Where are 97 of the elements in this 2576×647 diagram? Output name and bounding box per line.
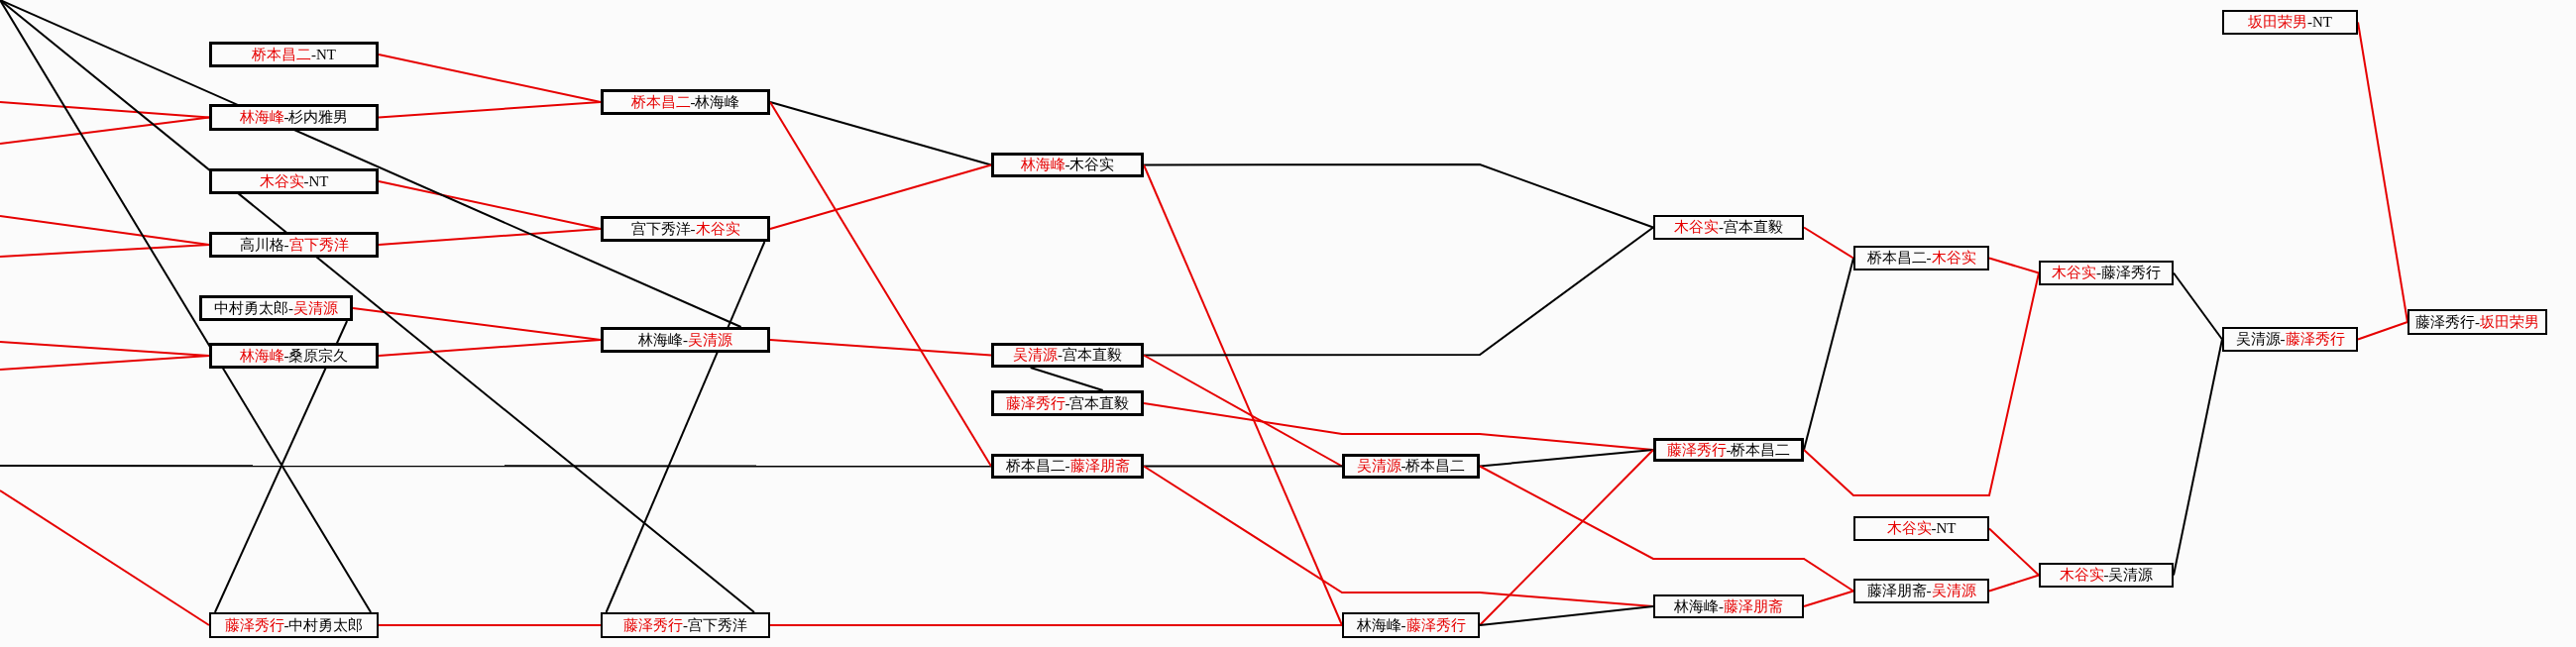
match-box [601, 216, 770, 242]
match-box [1853, 579, 1989, 603]
match-box [991, 343, 1144, 368]
match-box [1342, 612, 1480, 638]
match-box [209, 232, 379, 258]
connector-line [1988, 527, 2040, 577]
connector-line [1479, 605, 1654, 626]
match-box [991, 454, 1144, 479]
match-box [209, 612, 379, 638]
match-box [1342, 454, 1480, 479]
match-label: 藤泽秀行-宫本直毅 [1005, 395, 1130, 411]
match-label: 吴清源-藤泽秀行 [2235, 332, 2345, 347]
connector-line [769, 624, 1343, 626]
connector-line [1479, 449, 1654, 626]
connector-line [378, 228, 602, 246]
match-label: 林海峰-杉内雅男 [239, 110, 349, 125]
connector-line [1143, 226, 1654, 357]
connector-line [1143, 465, 1343, 468]
match-box [991, 153, 1144, 177]
match-box [2408, 309, 2547, 335]
match-label: 木谷实-吴清源 [2059, 568, 2154, 583]
match-box [1653, 215, 1804, 240]
connector-line [769, 163, 992, 230]
match-box [2039, 261, 2174, 285]
match-label: 宫下秀洋-木谷实 [630, 221, 740, 237]
match-label: 桥本昌二-藤泽朋斋 [1005, 459, 1130, 474]
match-box [991, 390, 1144, 416]
connector-line [378, 101, 602, 119]
connector-line [378, 339, 602, 357]
connector-line [378, 624, 602, 626]
match-box [199, 295, 353, 321]
match-box [209, 168, 379, 194]
match-label: 林海峰-藤泽秀行 [1356, 617, 1466, 633]
connector-line [769, 101, 992, 468]
match-label: 桥本昌二-林海峰 [630, 94, 740, 110]
connector-line [1803, 271, 2040, 496]
match-box [1653, 594, 1804, 618]
match-label: 林海峰-吴清源 [638, 332, 732, 348]
connector-line [0, 355, 210, 371]
connector-line [378, 54, 602, 103]
connector-line [1803, 590, 1854, 607]
match-box [1853, 246, 1989, 270]
match-label: 木谷实-NT [1886, 521, 1957, 536]
match-label: 藤泽秀行-桥本昌二 [1666, 442, 1791, 458]
match-label: 林海峰-木谷实 [1020, 158, 1115, 172]
connector-line [1479, 449, 1654, 468]
match-box [2222, 327, 2358, 352]
connector-line [0, 0, 755, 613]
match-label: 木谷实-NT [259, 173, 329, 189]
match-label: 林海峰-桑原宗久 [239, 348, 349, 364]
connector-line [1143, 163, 1343, 626]
match-label: 吴清源-桥本昌二 [1356, 459, 1466, 474]
connector-line [1143, 354, 1343, 468]
connector-line [1988, 257, 2040, 274]
match-label: 木谷实-藤泽秀行 [2052, 266, 2161, 280]
match-box [601, 89, 770, 115]
connector-line [605, 241, 766, 613]
match-box [209, 42, 379, 67]
connector-line [0, 0, 742, 328]
connector-line [769, 101, 992, 166]
match-box [209, 343, 379, 369]
match-box [2222, 10, 2358, 35]
connector-line [0, 0, 373, 613]
match-box [601, 612, 770, 638]
match-label: 藤泽秀行-宫下秀洋 [623, 617, 747, 633]
match-label: 桥本昌二-木谷实 [1866, 251, 1976, 266]
connector-line [213, 320, 349, 613]
match-label: 木谷实-宫本直毅 [1674, 220, 1783, 235]
match-label: 桥本昌二-NT [252, 47, 336, 62]
connector-line [378, 180, 602, 230]
connector-line [1803, 226, 1854, 260]
match-box [2039, 563, 2174, 588]
connector-line [1479, 465, 1854, 593]
connector-line [769, 339, 992, 357]
match-label: 吴清源-宫本直毅 [1013, 348, 1122, 363]
connector-line [0, 489, 210, 626]
match-label: 藤泽秀行-中村勇太郎 [224, 617, 364, 633]
match-label: 中村勇太郎-吴清源 [214, 300, 338, 316]
connector-line [2173, 271, 2223, 341]
connector-line [1029, 367, 1104, 391]
match-label: 高川格-宫下秀洋 [239, 237, 349, 253]
connector-line [0, 116, 210, 145]
connector-line [1988, 574, 2040, 593]
match-label: 藤泽朋斋-吴清源 [1866, 584, 1976, 598]
connector-line [0, 244, 210, 258]
connector-line [2357, 321, 2408, 341]
match-label: 坂田荣男-NT [2248, 15, 2332, 30]
match-box [1853, 516, 1989, 541]
match-label: 林海峰-藤泽朋斋 [1674, 598, 1783, 614]
match-box [1653, 438, 1804, 462]
match-label: 藤泽秀行-坂田荣男 [2415, 314, 2539, 330]
connector-line [0, 101, 210, 119]
match-box [601, 327, 770, 353]
connector-line [0, 465, 992, 468]
connector-line [1803, 257, 1854, 451]
match-box [209, 104, 379, 131]
connector-line [1143, 163, 1654, 229]
